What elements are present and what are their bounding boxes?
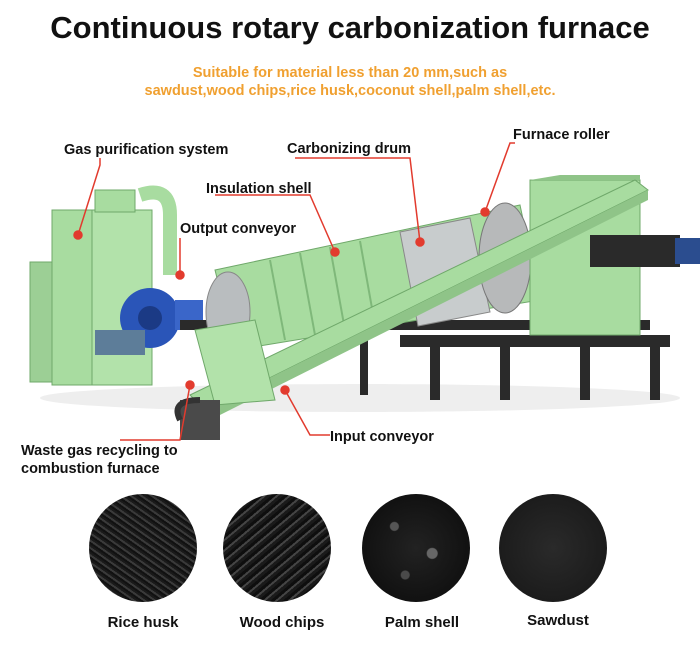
label-waste-gas-line-1: Waste gas recycling to [21, 443, 178, 459]
label-insulation-shell: Insulation shell [206, 181, 312, 197]
sample-image-rice-husk [89, 494, 197, 602]
callout-line-insulation-shell [215, 194, 336, 253]
sample-label-wood-chips: Wood chips [239, 614, 325, 631]
label-carbonizing-drum: Carbonizing drum [287, 141, 412, 157]
subtitle-line-1: Suitable for material less than 20 mm,su… [192, 65, 508, 81]
output-conveyor-hopper [194, 319, 276, 406]
callout-line-gas-purification [77, 158, 101, 236]
label-gas-purification: Gas purification system [64, 142, 229, 158]
sample-label-sawdust: Sawdust [527, 612, 589, 629]
label-furnace-roller: Furnace roller [513, 127, 610, 143]
sample-image-sawdust [499, 494, 607, 602]
gas-purification-tower [29, 185, 177, 386]
support-frame [180, 320, 670, 400]
sample-label-palm-shell: Palm shell [384, 614, 460, 631]
sample-label-rice-husk: Rice husk [107, 614, 179, 631]
label-waste-gas-line-2: combustion furnace [21, 461, 160, 477]
label-waste-gas: Waste gas recycling to combustion furnac… [21, 442, 178, 478]
subtitle: Suitable for material less than 20 mm,su… [100, 64, 600, 100]
sample-image-palm-shell [362, 494, 470, 602]
callout-line-furnace-roller [484, 142, 515, 213]
subtitle-line-2: sawdust,wood chips,rice husk,coconut she… [144, 83, 556, 99]
sample-image-wood-chips [223, 494, 331, 602]
label-output-conveyor: Output conveyor [180, 221, 297, 237]
page-title: Continuous rotary carbonization furnace [50, 10, 650, 45]
callout-line-input-conveyor [284, 389, 330, 436]
callout-line-carbonizing-drum [295, 157, 421, 243]
callout-line-waste-gas [120, 384, 191, 441]
label-input-conveyor: Input conveyor [330, 429, 434, 445]
